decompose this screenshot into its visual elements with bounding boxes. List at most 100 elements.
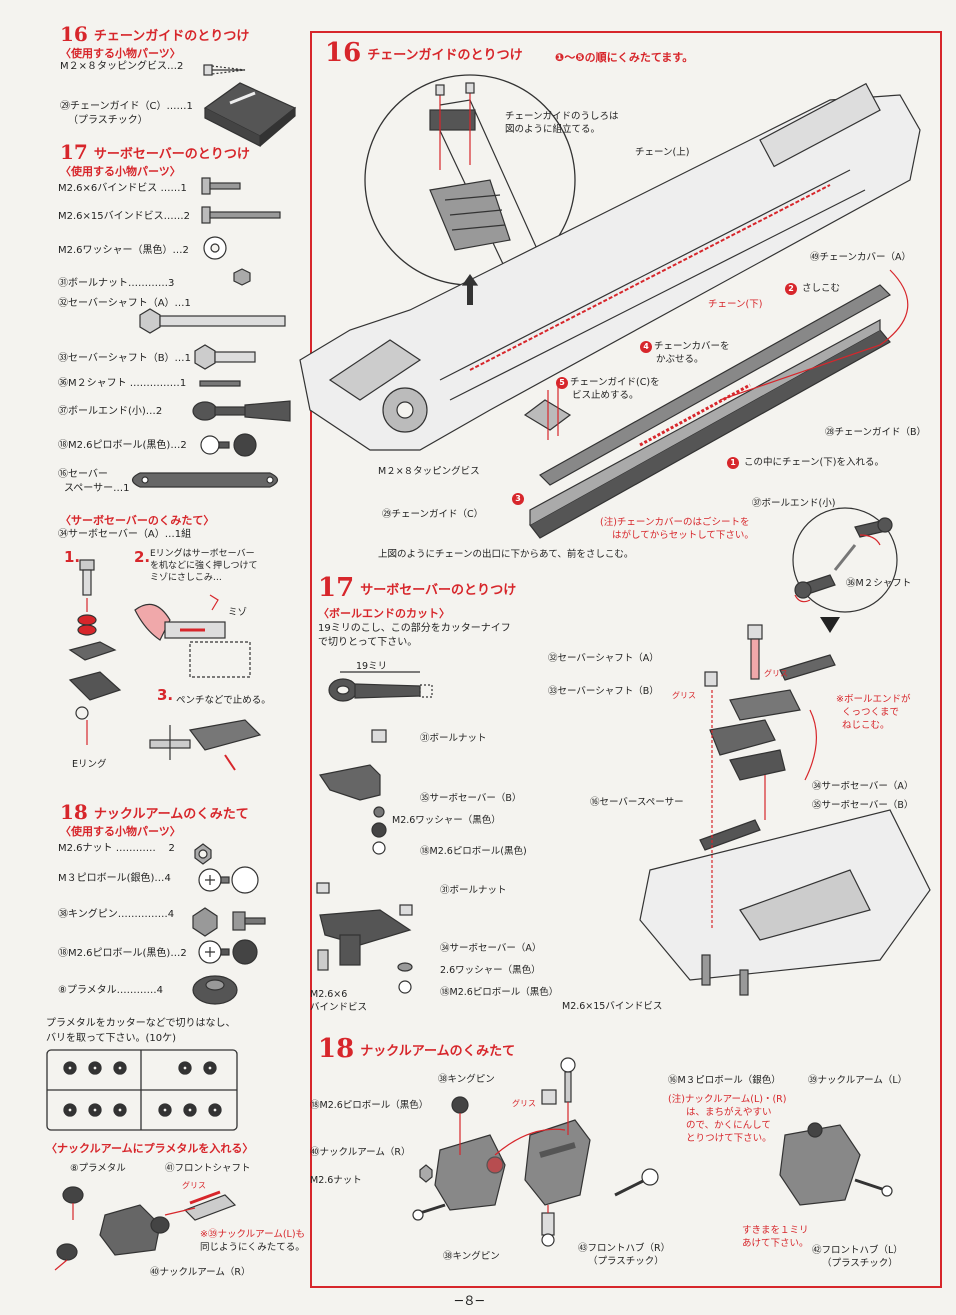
left-18-part-0: M2.6ナット ………… 2: [58, 843, 175, 854]
right-17-saver-b-exploded: [319, 729, 387, 855]
right-17-grease-label-a: グリス: [764, 669, 788, 678]
right-section-18-title: ナックルアームのくみたて: [360, 1043, 516, 1059]
left-18-parts-heading: 〈使用する小物パーツ〉: [60, 825, 181, 838]
left-17-assembly-part: ㉞サーボセーバー（A）…1組: [58, 529, 192, 540]
left-18-insert-illustration: [54, 1186, 237, 1271]
right-16-order-note: ❶～❺の順にくみたてます。: [555, 51, 694, 64]
right-17-washer2-label: 2.6ワッシャー（黒色）: [440, 965, 541, 976]
left-17-step1-number: 1.: [64, 548, 81, 566]
left-section-16-header: 16 チェーンガイドのとりつけ: [60, 22, 249, 46]
right-16-inset-detail: [364, 74, 576, 301]
left-16-part-guide-material: （プラスチック）: [68, 115, 148, 126]
left-17-step2-number: 2.: [134, 548, 151, 566]
right-16-step3-marker: 3: [512, 488, 526, 507]
left-18-plametal-label: ⑧プラメタル: [70, 1163, 126, 1174]
right-18-pillow-ball-label: ⑱M2.6ピロボール（黒色）: [310, 1100, 429, 1111]
left-17-part-2: M2.6ワッシャー（黒色）…2: [58, 245, 189, 256]
left-16-part-screw: M２×８タッピングビス…2: [60, 61, 184, 72]
left-section-16-number: 16: [60, 22, 88, 46]
right-18-nut-label: M2.6ナット: [310, 1175, 362, 1186]
right-16-chain-cover-a-label: ㊾チェーンカバー（A）: [810, 252, 912, 263]
right-section-17-header: 17 サーボセーバーのとりつけ: [318, 575, 516, 601]
left-17-part-8: ⑱M2.6ピロボール(黒色)…2: [58, 440, 187, 451]
right-17-grease-label-b: グリス: [672, 691, 696, 700]
right-16-screw-label: M２×８タッピングビス: [378, 466, 480, 477]
right-18-knuckle-illustration: [412, 1057, 893, 1247]
right-17-saver-shaft-b-label: ㉝セーバーシャフト（B）: [548, 686, 659, 697]
left-17-part-5: ㉝セーバーシャフト（B）…1: [58, 353, 191, 364]
right-17-saver-shaft-a-label: ㉜セーバーシャフト（A）: [548, 653, 659, 664]
right-18-king-pin-label: ㊳キングピン: [438, 1074, 495, 1085]
right-17-saver-a-exploded: [316, 882, 413, 994]
right-17-19mm-label: 19ミリ: [356, 661, 388, 672]
left-17-part-9: ⑯セーバー: [58, 469, 108, 480]
right-17-ball-nut2-label: ㉛ボールナット: [440, 885, 507, 896]
right-18-knuckle-r-label: ㊵ナックルアーム（R）: [310, 1147, 411, 1158]
right-17-ball-end-cut: [328, 671, 433, 702]
right-18-knuckle-l-label: ㊴ナックルアーム（L）: [808, 1075, 908, 1086]
right-section-16-header: 16 チェーンガイドのとりつけ: [325, 40, 523, 66]
right-section-17-number: 17: [318, 573, 355, 603]
left-section-18-title: ナックルアームのくみたて: [93, 806, 249, 822]
right-16-chain-guide-c-label: ㉙チェーンガイド（C）: [382, 509, 484, 520]
left-section-17-title: サーボセーバーのとりつけ: [93, 146, 250, 162]
left-section-16-title: チェーンガイドのとりつけ: [93, 28, 250, 44]
left-17-part-1: M2.6×15バインドビス……2: [58, 211, 191, 222]
right-17-pillow-ball2-label: ⑱M2.6ピロボール（黒色）: [440, 987, 559, 998]
right-17-servo-saver-a2-label: ㉞サーボセーバー（A）: [440, 943, 542, 954]
right-17-pillow-ball-label: ⑱M2.6ピロボール(黒色): [420, 846, 527, 857]
left-section-17-header: 17 サーボセーバーのとりつけ: [60, 140, 250, 164]
left-18-parts-illustration: [192, 843, 266, 1005]
left-17-part-10: スペーサー…1: [64, 483, 130, 494]
right-17-ball-end-label: ㊲ボールエンド(小): [752, 498, 836, 509]
right-17-washer-label: M2.6ワッシャー（黒色）: [392, 815, 501, 826]
left-16-part-guide: ㉙チェーンガイド（C）……1: [60, 101, 193, 112]
left-17-parts-illustration: [131, 177, 291, 488]
left-18-plametal-sprue: [46, 1049, 238, 1131]
right-16-chain-lower-label: チェーン(下): [708, 299, 763, 310]
right-17-cut-note: 19ミリのこし、この部分をカッターナイフ で切りとって下さい。: [318, 623, 511, 648]
left-17-assembly-illustration: [68, 559, 262, 771]
right-16-chain-guide-b-label: ㉘チェーンガイド（B）: [825, 427, 927, 438]
right-16-bottom-note: 上図のようにチェーンの出口に下からあて、前をさしこむ。: [378, 549, 634, 560]
right-17-ball-end-inset: [792, 507, 898, 613]
right-17-m2-shaft-label: ㊱M２シャフト: [846, 578, 912, 589]
right-18-caution-note: (注)ナックルアーム(L)・(R) は、まちがえやすい ので、かくにんして とり…: [668, 1094, 787, 1144]
right-17-spacer-label: ⑯セーバースペーサー: [590, 797, 684, 808]
page-number: ─８─: [455, 1294, 484, 1309]
left-18-front-shaft-label: ㊶フロントシャフト: [165, 1163, 251, 1174]
left-section-17-number: 17: [60, 140, 88, 164]
right-17-ball-nut-label: ㉛ボールナット: [420, 733, 487, 744]
right-16-step1-note: 1 この中にチェーン(下)を入れる。: [727, 454, 884, 469]
left-17-ering-label: Eリング: [72, 759, 107, 770]
left-18-knuckle-r-label: ㊵ナックルアーム（R）: [150, 1267, 251, 1278]
left-section-18-number: 18: [60, 800, 88, 824]
left-16-parts-heading: 〈使用する小物パーツ〉: [60, 47, 181, 60]
step-4-badge: 4: [640, 340, 652, 353]
right-17-screw15-label: M2.6×15バインドビス: [562, 1001, 663, 1012]
step-2-badge: 2: [785, 282, 797, 295]
left-17-step2-note: Eリングはサーボセーバー を机などに強く押しつけて ミゾにさしこみ…: [150, 549, 258, 583]
left-18-insert-heading: 〈ナックルアームにプラメタルを入れる〉: [46, 1142, 254, 1155]
right-section-18-header: 18 ナックルアームのくみたて: [318, 1036, 515, 1062]
right-16-caution-note: (注)チェーンカバーのはごシートを はがしてからセットして下さい。: [600, 517, 754, 541]
right-18-grease-label: グリス: [512, 1099, 536, 1108]
step-1-badge: 1: [727, 456, 739, 469]
right-16-chassis-illustration: [299, 82, 921, 539]
left-17-mizo-label: ミゾ: [228, 607, 248, 618]
right-17-screw6-label: M2.6×6 バインドビス: [310, 989, 368, 1013]
down-arrow-icon: [820, 617, 840, 633]
left-17-part-3: ㉛ボールナット…………3: [58, 278, 175, 289]
right-18-gap-note: すきまを１ミリ あけて下さい。: [742, 1225, 809, 1249]
left-18-part-3: ⑱M2.6ピロボール(黒色)…2: [58, 948, 187, 959]
left-17-part-0: M2.6×6バインドビス ……1: [58, 183, 187, 194]
left-17-parts-heading: 〈使用する小物パーツ〉: [60, 165, 181, 178]
right-section-16-title: チェーンガイドのとりつけ: [367, 47, 523, 63]
right-section-16-number: 16: [325, 38, 362, 68]
left-18-cut-note: プラメタルをカッターなどで切りはなし、 バリを取って下さい。(10ケ): [46, 1018, 236, 1044]
left-17-part-7: ㊲ボールエンド(小)…2: [58, 406, 163, 417]
right-18-king-pin2-label: ㊳キングピン: [443, 1251, 500, 1262]
right-16-insert-label: 2 さしこむ: [785, 280, 840, 295]
right-section-18-number: 18: [318, 1034, 355, 1064]
